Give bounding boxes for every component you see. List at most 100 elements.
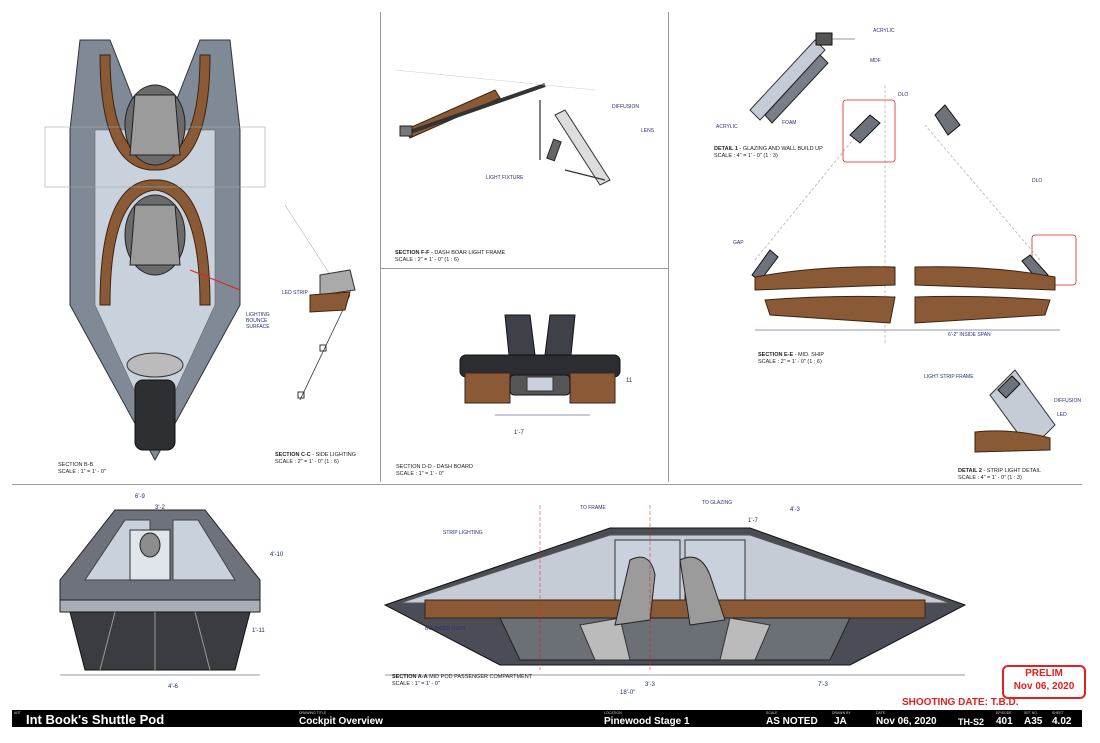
tb-scale: AS NOTED — [766, 716, 818, 727]
detail-1-title: DETAIL 1 - GLAZING AND WALL BUILD UP SCA… — [714, 146, 823, 159]
label-to-glazing: TO GLAZING — [702, 500, 733, 506]
shooting-date: SHOOTING DATE: T.B.D. — [902, 697, 1019, 708]
section-c-drawing — [284, 204, 356, 401]
tb-code: TH-S2 — [958, 717, 985, 727]
label-foam: FOAM — [782, 120, 797, 126]
label-light-strip-frame: LIGHT STRIP FRAME — [924, 374, 974, 380]
tb-sheet-caption: SHEET — [1052, 711, 1064, 715]
tb-drawn-by: JA — [834, 716, 847, 727]
detail-1-scale: SCALE : 4" = 1' - 0" (1 : 3) — [714, 152, 778, 159]
detail-2-drawing — [974, 369, 1056, 453]
section-a-scale: SCALE : 1" = 1' - 0" — [392, 680, 440, 687]
section-d-suffix: - DASH BOARD — [431, 464, 474, 470]
tb-date-cell: DATE Nov 06, 2020 — [874, 710, 954, 727]
section-c-title: SECTION C-C - SIDE LIGHTING SCALE : 2" =… — [275, 452, 356, 465]
tb-date-caption: DATE — [876, 711, 886, 715]
tb-episode-cell: EPISODE 401 — [996, 710, 1022, 727]
label-acrylic-left: ACRYLIC — [716, 124, 738, 130]
section-d-scale: SCALE : 1" = 1' - 0" — [396, 470, 444, 477]
prelim-stamp: PRELIM Nov 06, 2020 — [1002, 665, 1086, 699]
dim-dash-width: 1'-7 — [514, 430, 524, 436]
label-lighting-bounce: LIGHTING BOUNCE SURFACE — [246, 312, 270, 330]
label-diffusion-2: DIFFUSION — [1054, 398, 1081, 404]
section-e-drawing — [751, 85, 1077, 345]
section-e-scale: SCALE : 2" = 1' - 0" (1 : 6) — [758, 358, 822, 365]
tb-project: Int Book's Shuttle Pod — [26, 712, 165, 727]
dim-side-top-small: 1'-7 — [748, 518, 758, 524]
section-c-scale: SCALE : 2" = 1' - 0" (1 : 6) — [275, 458, 339, 465]
tb-location: Pinewood Stage 1 — [604, 716, 690, 727]
label-dlo-top: DLO — [898, 92, 909, 98]
front-elevation-drawing — [59, 509, 261, 676]
dim-side-length: 18'-0" — [620, 690, 636, 696]
tb-art-caption: ART — [14, 711, 21, 715]
tb-drawing-title: Cockpit Overview — [299, 716, 383, 727]
detail-2-scale: SCALE : 4" = 1' - 0" (1 : 3) — [958, 474, 1022, 481]
tb-sheet-cell: SHEET 4.02 — [1052, 710, 1082, 727]
label-dlo-right: DLO — [1032, 178, 1043, 184]
section-c-suffix: - SIDE LIGHTING — [310, 452, 356, 458]
section-f-title: SECTION F-F - DASH BOAR LIGHT FRAME SCAL… — [395, 250, 505, 263]
section-b-plan-drawing — [44, 39, 266, 462]
section-a-title: SECTION A-A MID POD PASSENGER COMPARTMEN… — [392, 674, 532, 687]
section-b-title: SECTION B-B SCALE : 1" = 1' - 0" — [58, 462, 106, 475]
tb-location-caption: LOCATION — [604, 711, 622, 715]
tb-scale-cell: SCALE AS NOTED — [764, 710, 826, 727]
tb-set-caption: SET NO. — [1024, 711, 1038, 715]
dim-front-width: 6'-9 — [135, 494, 145, 500]
detail-1-name: DETAIL 1 — [714, 146, 738, 152]
label-acrylic-top: ACRYLIC — [873, 28, 895, 34]
prelim-stamp-line2: Nov 06, 2020 — [1013, 681, 1075, 692]
detail-1-drawing — [749, 32, 855, 124]
tb-location-cell: LOCATION Pinewood Stage 1 — [602, 710, 762, 727]
label-gap: GAP — [733, 240, 744, 246]
dim-side-top-right: 4'-3 — [790, 507, 800, 513]
tb-drawing-title-cell: DRAWING TITLE Cockpit Overview — [297, 710, 597, 727]
dim-front-base: 4'-6 — [168, 684, 178, 690]
section-a-name: SECTION A-A — [392, 674, 428, 680]
section-e-suffix: - MID. SHIP — [793, 352, 825, 358]
dim-front-height: 4'-10 — [270, 552, 284, 558]
section-d-drawing — [459, 314, 621, 416]
detail-2-title: DETAIL 2 - STRIP LIGHT DETAIL SCALE : 4"… — [958, 468, 1041, 481]
dim-side-right: 7'-3 — [818, 682, 828, 688]
tb-drawn-by-cell: DRAWN BY JA — [830, 710, 870, 727]
tb-project-cell: ART Int Book's Shuttle Pod — [12, 710, 292, 727]
tb-episode-caption: EPISODE — [996, 711, 1012, 715]
section-e-title: SECTION E-E - MID. SHIP SCALE : 2" = 1' … — [758, 352, 824, 365]
section-f-name: SECTION F-F — [395, 250, 430, 256]
tb-sheet: 4.02 — [1052, 716, 1072, 727]
label-strip-lighting: STRIP LIGHTING — [443, 530, 483, 536]
label-diffusion: DIFFUSION — [612, 104, 639, 110]
tb-set-cell: SET NO. A35 — [1024, 710, 1050, 727]
label-lens: LENS — [641, 128, 655, 134]
section-f-suffix: - DASH BOAR LIGHT FRAME — [429, 250, 506, 256]
label-inside-span: 6'-2" INSIDE SPAN — [948, 332, 991, 338]
divider-v1 — [380, 12, 381, 482]
divider-v2 — [668, 12, 669, 482]
label-bounced-light: BOUNCED LIGHT — [425, 626, 467, 632]
dim-side-center: 3'-3 — [645, 682, 655, 688]
tb-date: Nov 06, 2020 — [876, 716, 937, 727]
section-c-name: SECTION C-C — [275, 452, 311, 458]
divider-h-main — [12, 484, 1082, 485]
section-b-scale: SCALE : 1" = 1' - 0" — [58, 468, 106, 475]
section-a-suffix: MID POD PASSENGER COMPARTMENT — [427, 674, 533, 680]
dim-dash-height: 11 — [626, 378, 633, 384]
dim-front-lower: 1'-11 — [252, 628, 265, 634]
prelim-stamp-line1: PRELIM — [1025, 668, 1063, 679]
label-led: LED — [1057, 412, 1067, 418]
tb-set: A35 — [1024, 716, 1043, 727]
section-e-name: SECTION E-E — [758, 352, 794, 358]
divider-h-mid — [380, 268, 668, 269]
tb-drawing-title-caption: DRAWING TITLE — [299, 711, 327, 715]
tb-drawn-by-caption: DRAWN BY — [832, 711, 851, 715]
tb-scale-caption: SCALE — [766, 711, 778, 715]
label-light-fixture: LIGHT FIXTURE — [486, 175, 524, 181]
tb-code-cell: TH-S2 — [958, 710, 992, 727]
label-to-frame: TO FRAME — [580, 505, 606, 511]
detail-1-suffix: - GLAZING AND WALL BUILD UP — [737, 146, 823, 152]
section-a-drawing — [383, 505, 967, 676]
title-block: ART Int Book's Shuttle Pod DRAWING TITLE… — [12, 710, 1082, 727]
section-b-name: SECTION B-B — [58, 462, 94, 468]
